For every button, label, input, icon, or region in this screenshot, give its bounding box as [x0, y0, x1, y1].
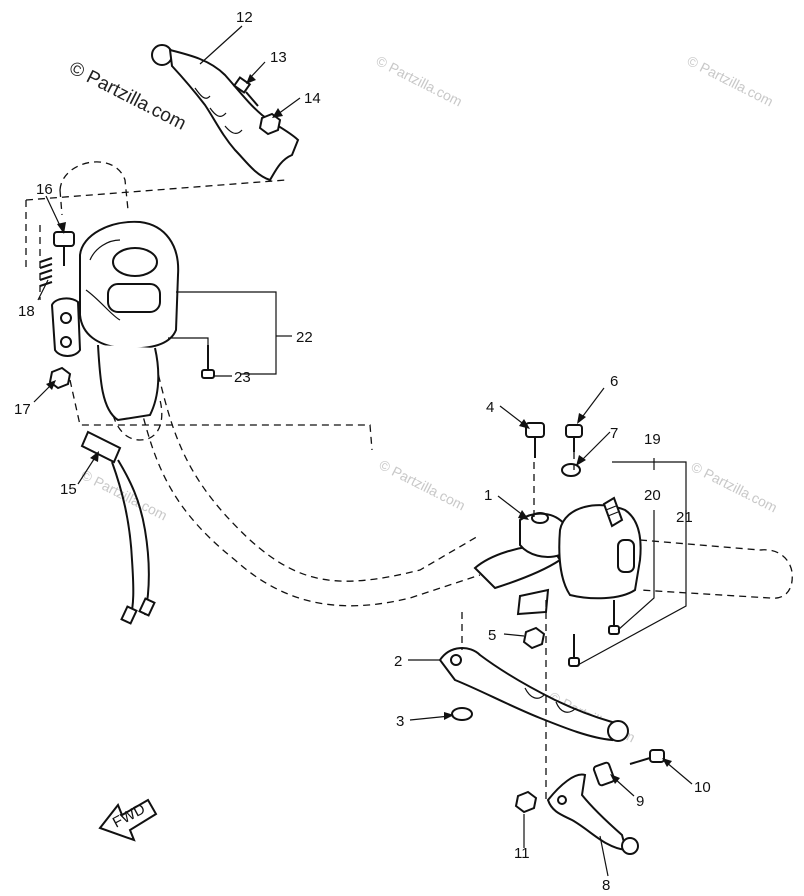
washer-7 [561, 463, 581, 477]
nut-14 [258, 112, 282, 136]
watermark: © Partzilla.com [374, 52, 465, 109]
fwd-arrow-icon: FWD [98, 798, 158, 842]
screw-23 [201, 345, 215, 379]
callout-9: 9 [636, 793, 644, 810]
watermark: © Partzilla.com [689, 458, 780, 515]
callout-19: 19 [644, 431, 661, 448]
right-clutch-lever [438, 647, 629, 742]
callout-23: 23 [234, 369, 251, 386]
watermark: © Partzilla.com [377, 456, 468, 513]
bolt-4 [525, 422, 545, 458]
nut-11 [514, 790, 538, 814]
brake-switch-15 [80, 430, 156, 625]
collar-9 [592, 761, 616, 787]
callout-20: 20 [644, 487, 661, 504]
left-brake-lever [151, 44, 300, 182]
callout-12: 12 [236, 9, 253, 26]
nut-17 [48, 366, 72, 390]
watermark: © Partzilla.com [685, 52, 776, 109]
screw-20 [608, 600, 620, 635]
right-switch-housing [558, 496, 642, 600]
callout-6: 6 [610, 373, 618, 390]
callout-14: 14 [304, 90, 321, 107]
bolt-13 [232, 76, 259, 107]
left-switch-housing [79, 220, 180, 422]
washer-3 [451, 707, 473, 721]
callout-21: 21 [676, 509, 693, 526]
watermark: © Partzilla.com [79, 466, 170, 523]
callout-18: 18 [18, 303, 35, 320]
callout-16: 16 [36, 181, 53, 198]
lever-8 [546, 773, 639, 855]
callout-13: 13 [270, 49, 287, 66]
callout-4: 4 [486, 399, 494, 416]
callout-8: 8 [602, 877, 610, 894]
bolt-10 [629, 749, 665, 765]
bolt-16 [53, 231, 75, 266]
callout-15: 15 [60, 481, 77, 498]
callout-2: 2 [394, 653, 402, 670]
callout-7: 7 [610, 425, 618, 442]
callout-3: 3 [396, 713, 404, 730]
right-lever-bracket [473, 512, 567, 616]
callout-1: 1 [484, 487, 492, 504]
callout-11: 11 [514, 845, 530, 862]
screw-21 [568, 634, 580, 667]
leader-lines [25, 25, 693, 877]
callouts: 12 13 14 16 18 17 15 22 23 4 6 7 19 20 2… [14, 9, 711, 894]
watermark-main: © Partzilla.com [66, 58, 190, 135]
handlebar [59, 161, 793, 607]
callout-22: 22 [296, 329, 313, 346]
callout-5: 5 [488, 627, 496, 644]
spring-18 [39, 257, 53, 287]
bolt-6 [565, 424, 583, 452]
callout-10: 10 [694, 779, 711, 796]
callout-17: 17 [14, 401, 31, 418]
lever-bracket [50, 297, 82, 357]
nut-5 [522, 626, 546, 650]
